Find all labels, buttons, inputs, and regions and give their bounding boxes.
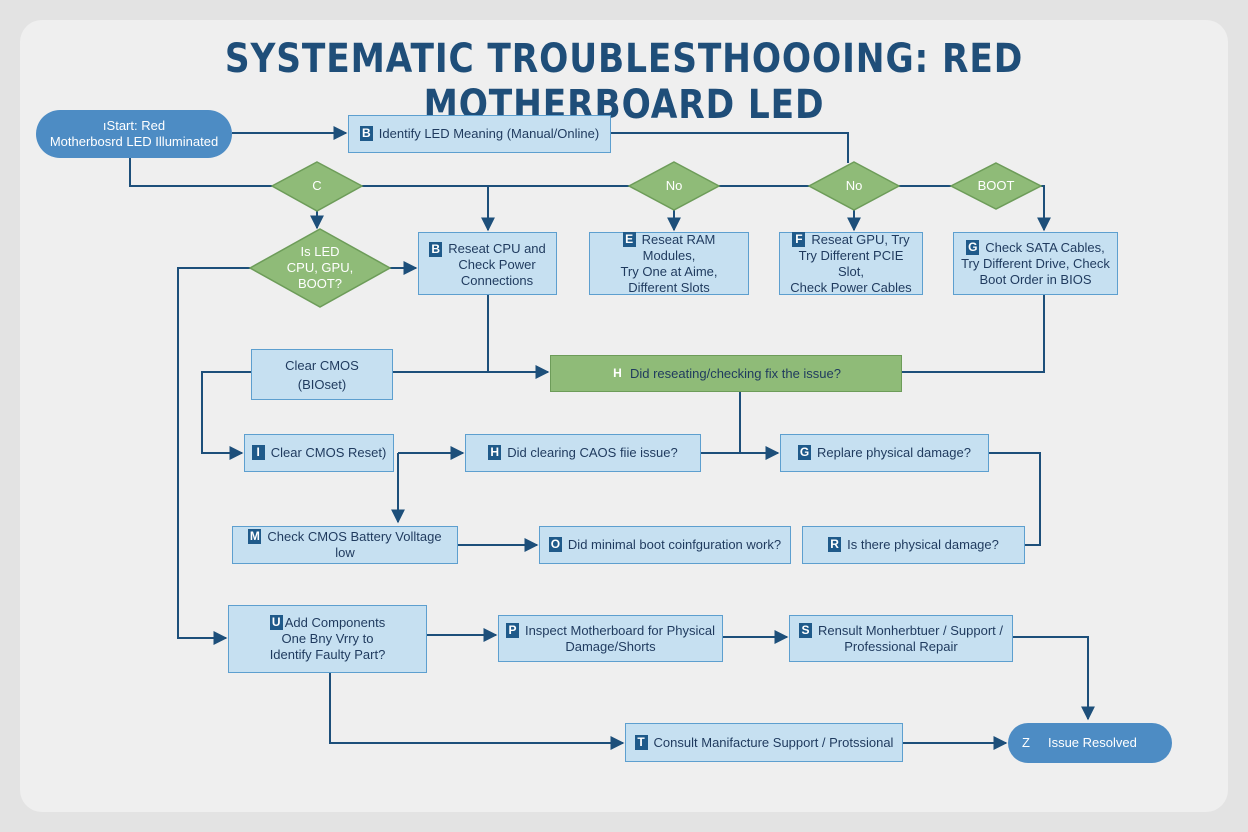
node-text: Replare physical damage? [817, 445, 971, 460]
line: Reseat CPU and [448, 241, 546, 256]
line: Check Power Cables [790, 279, 912, 295]
badge: Z [1022, 735, 1030, 750]
consult-repair-node: S Rensult Monherbtuer / Support /Professi… [789, 615, 1013, 662]
decision-no-1 [627, 161, 721, 211]
node-text: Consult Manifacture Support / Protssiona… [653, 734, 894, 750]
line: Try Different PCIE Slot, [798, 247, 904, 279]
line: Motherbosrd LED Illuminated [49, 134, 219, 149]
badge: H [613, 365, 622, 380]
edge [611, 132, 849, 163]
badge: G [966, 239, 980, 255]
badge: U [269, 615, 283, 630]
node-text: Is there physical damage? [847, 537, 999, 552]
line: Try One at Aime, [620, 263, 718, 279]
line: Connections [460, 273, 534, 288]
line: One Bny Vrry to [281, 631, 374, 646]
node-text: Did clearing CAOS fiie issue? [507, 445, 678, 460]
edge [989, 452, 1041, 546]
line: CPU, GPU, [286, 260, 354, 275]
clear-cmos-bios-node: Clear CMOS (BIOset) [251, 349, 393, 400]
edge [201, 371, 251, 460]
badge: G [798, 445, 812, 460]
decision-c-label: C [312, 178, 322, 193]
line: Add Components [284, 615, 386, 630]
line: Reseat RAM Modules, [641, 231, 716, 263]
decision-boot [949, 162, 1043, 210]
line: Inspect Motherboard for Physical [524, 622, 716, 638]
did-fix-node: H Did reseating/checking fix the issue? [550, 355, 902, 392]
line: BOOT? [297, 276, 343, 291]
node-text: Check CMOS Battery Volltage low [267, 529, 442, 560]
edge [177, 267, 250, 645]
replace-damage-node: G Replare physical damage? [780, 434, 989, 472]
edge [902, 295, 1045, 373]
node-text: Did reseating/checking fix the issue? [629, 365, 841, 381]
node-text: Identify LED Meaning (Manual/Online) [378, 126, 600, 141]
line: Clear CMOS [285, 357, 359, 373]
line: Reseat GPU, Try [811, 231, 910, 247]
line: (BIOset) [297, 376, 347, 392]
page-title: SYSTEMATIC TROUBLESTHOOOING: RED MOTHERB… [224, 36, 1024, 128]
line: Different Slots [628, 279, 710, 295]
badge: T [634, 734, 648, 750]
line: Is LED [300, 244, 340, 259]
badge: S [799, 622, 812, 638]
minimal-boot-node: O Did minimal boot coinfguration work? [539, 526, 791, 564]
line: Rensult Monherbtuer / Support / [818, 622, 1003, 638]
line: Professional Repair [844, 638, 958, 654]
line: Check SATA Cables, [985, 239, 1105, 255]
line: Damage/Shorts [565, 638, 656, 654]
badge: P [505, 622, 519, 638]
badge: I [251, 445, 265, 460]
badge: E [622, 231, 636, 247]
edge [1013, 636, 1095, 721]
line: Identify Faulty Part? [269, 647, 386, 662]
badge: O [548, 537, 562, 552]
check-battery-node: M Check CMOS Battery Volltage low [232, 526, 458, 564]
identify-led-node: B Identify LED Meaning (Manual/Online) [348, 115, 611, 153]
edge [329, 673, 625, 750]
badge: F [792, 231, 806, 247]
consult-support-node: T Consult Manifacture Support / Protssion… [625, 723, 903, 762]
node-text: Clear CMOS Reset) [270, 445, 387, 460]
badge: R [828, 537, 842, 552]
badge: B [359, 126, 373, 141]
decision-no-1-label: No [665, 178, 683, 193]
line: Boot Order in BIOS [979, 271, 1092, 287]
reseat-ram-node: E Reseat RAM Modules,Try One at Aime,Diff… [589, 231, 749, 295]
edge [1037, 185, 1051, 232]
clear-cmos-reset-node: I Clear CMOS Reset) [244, 434, 394, 472]
decision-boot-label: BOOT [977, 178, 1015, 193]
node-text: Issue Resolved [1047, 735, 1137, 750]
did-clear-node: H Did clearing CAOS fiie issue? [465, 434, 701, 472]
physical-damage-node: R Is there physical damage? [802, 526, 1025, 564]
check-sata-node: G Check SATA Cables,Try Different Drive, … [953, 232, 1118, 295]
issue-resolved-node: Z Issue Resolved [1008, 723, 1172, 763]
edge [487, 295, 550, 379]
decision-no-2-label: No [845, 178, 863, 193]
badge: B [429, 242, 443, 257]
line: Check Power [458, 257, 536, 272]
decision-is-led [248, 228, 392, 308]
line: Try Different Drive, Check [961, 255, 1110, 271]
node-text: Did minimal boot coinfguration work? [567, 537, 782, 552]
badge: H [488, 445, 502, 460]
decision-no-2 [807, 161, 901, 211]
edge [129, 158, 272, 187]
decision-c [270, 161, 364, 212]
line: ıStart: Red [102, 118, 166, 133]
badge: M [248, 529, 262, 544]
